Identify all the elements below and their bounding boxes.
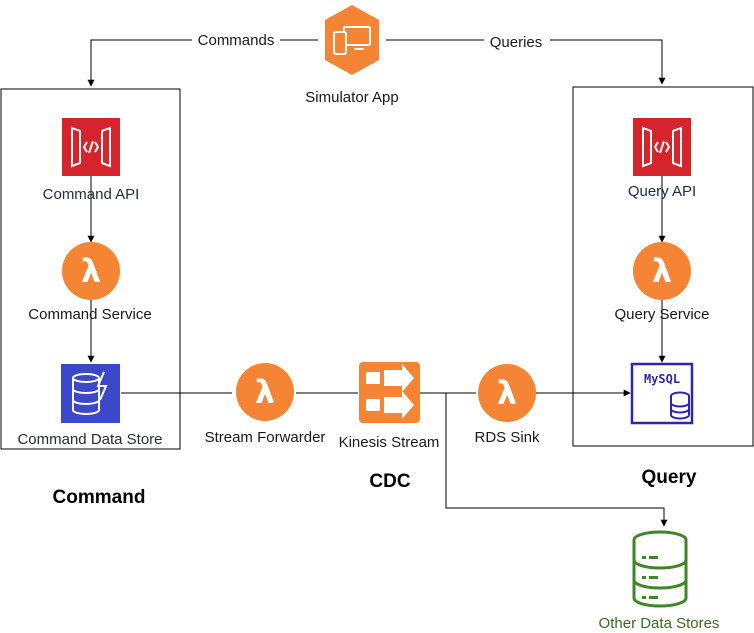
- query-service-label: Query Service: [614, 306, 709, 323]
- section-title-command: Command: [53, 487, 146, 508]
- command-data-store-node: Command Data Store: [17, 364, 163, 448]
- kinesis-stream-label: Kinesis Stream: [339, 434, 440, 451]
- lambda-icon: [236, 363, 294, 421]
- lambda-icon: [633, 242, 691, 300]
- command-service-node: λ Command Service: [28, 242, 152, 323]
- svg-text:λ: λ: [497, 374, 517, 412]
- query-api-label: Query API: [628, 183, 696, 200]
- section-title-cdc: CDC: [369, 471, 410, 492]
- svg-text:λ: λ: [255, 373, 275, 411]
- command-data-store-label: Command Data Store: [17, 431, 162, 448]
- database-icon: [632, 530, 688, 608]
- stream-forwarder-label: Stream Forwarder: [205, 429, 326, 446]
- query-group-box: [572, 86, 754, 447]
- other-data-stores-node: Other Data Stores: [599, 530, 720, 632]
- simulator-app-icon: [325, 5, 379, 75]
- query-service-node: λ Query Service: [614, 242, 710, 323]
- edge-label-queries: Queries: [490, 34, 543, 51]
- simulator-app-node: Simulator App: [305, 5, 399, 106]
- command-service-label: Command Service: [28, 306, 151, 323]
- edge-kinesis-to-other-stores: [445, 393, 668, 527]
- mysql-node: MySQL: [630, 362, 694, 425]
- stream-forwarder-node: λ Stream Forwarder: [205, 363, 326, 446]
- lambda-icon: [62, 242, 120, 300]
- kinesis-stream-node: Kinesis Stream: [339, 362, 440, 451]
- query-api-node: Query API: [628, 118, 696, 200]
- edge-label-commands: Commands: [198, 32, 275, 49]
- lambda-icon: [478, 364, 536, 422]
- command-api-label: Command API: [43, 186, 140, 203]
- command-api-node: Command API: [43, 118, 140, 203]
- edges: [87, 39, 668, 527]
- command-group-box: [0, 88, 181, 450]
- edge-queries: [386, 39, 666, 85]
- section-title-query: Query: [642, 467, 697, 488]
- other-data-stores-label: Other Data Stores: [599, 615, 720, 632]
- rds-sink-label: RDS Sink: [474, 429, 540, 446]
- svg-text:λ: λ: [652, 252, 672, 290]
- mysql-icon-label: MySQL: [644, 372, 680, 386]
- svg-text:λ: λ: [81, 252, 101, 290]
- rds-sink-node: λ RDS Sink: [474, 364, 540, 446]
- simulator-app-label: Simulator App: [305, 89, 398, 106]
